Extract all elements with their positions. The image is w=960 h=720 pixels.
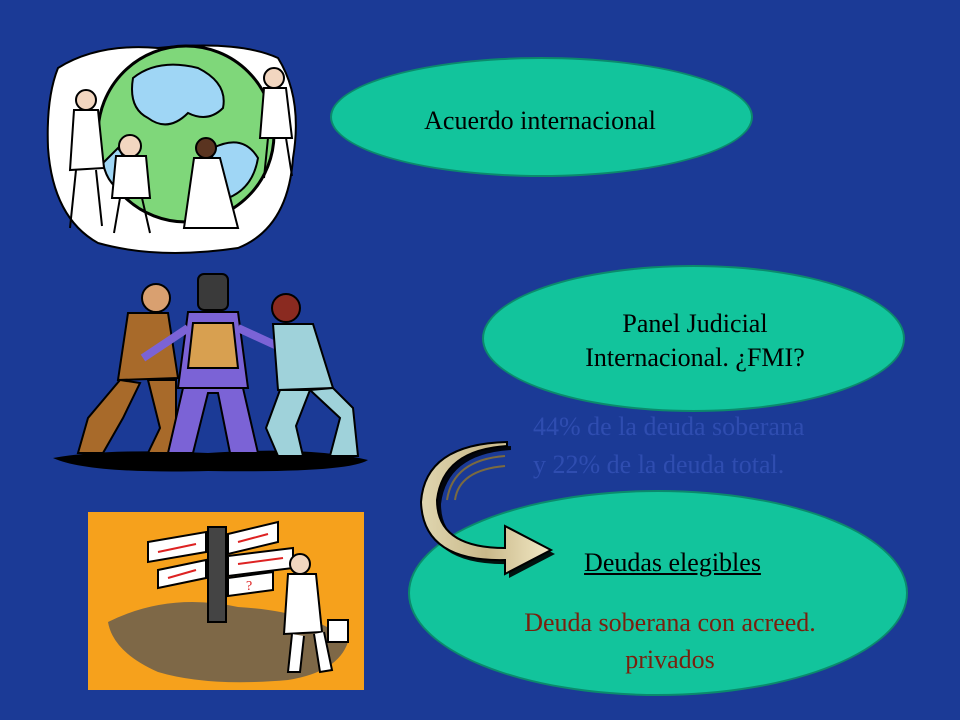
panel-label-line2: Internacional. ¿FMI? bbox=[585, 343, 805, 372]
panel-oval bbox=[482, 265, 905, 412]
deudas-title: Deudas elegibles bbox=[584, 548, 761, 577]
note-line2: y 22% de la deuda total. bbox=[533, 450, 785, 479]
svg-text:?: ? bbox=[246, 579, 252, 594]
judge-fight-icon bbox=[53, 273, 368, 472]
acuerdo-oval bbox=[330, 57, 753, 177]
panel-label-line1: Panel Judicial bbox=[622, 309, 768, 338]
deudas-oval bbox=[408, 490, 908, 696]
note-line1: 44% de la deuda soberana bbox=[533, 412, 805, 441]
acuerdo-label: Acuerdo internacional bbox=[424, 106, 656, 135]
curved-arrow-icon bbox=[419, 440, 555, 578]
signpost-confused-icon: ? bbox=[88, 512, 364, 690]
globe-people-icon bbox=[46, 44, 297, 254]
deudas-sub-line1: Deuda soberana con acreed. bbox=[524, 608, 816, 637]
deudas-sub-line2: privados bbox=[625, 645, 715, 674]
